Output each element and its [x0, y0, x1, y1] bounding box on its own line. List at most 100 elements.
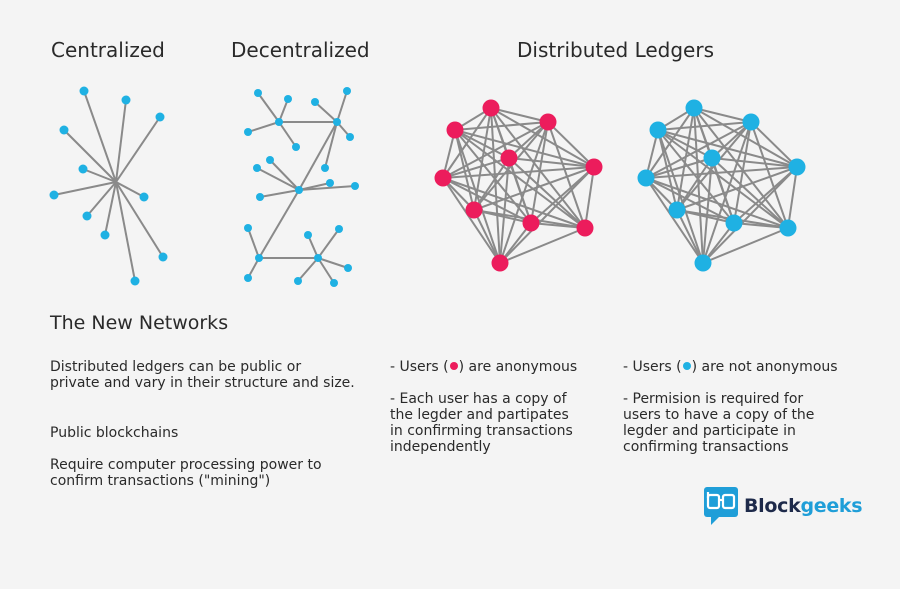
intro-text: Distributed ledgers can be public or pri… [50, 359, 380, 391]
public-ledger-edge [490, 107, 549, 123]
decentralized-edge [297, 257, 319, 282]
public-ledger-edge [442, 177, 501, 264]
public-ledger-edge [454, 129, 532, 224]
decentralized-node [254, 89, 262, 97]
private-ledger-node [637, 169, 655, 187]
centralized-node [100, 230, 110, 240]
public-blockchains-desc: Require computer processing power to con… [50, 457, 380, 489]
decentralized-edge [257, 92, 280, 123]
public-desc-line-1: Require computer processing power to [50, 457, 322, 473]
centralized-edge [83, 90, 117, 183]
centralized-edge [82, 168, 117, 183]
private-ledger-edge [750, 121, 789, 229]
public-ledger-edge [454, 121, 549, 131]
decentralized-edge [278, 121, 297, 148]
decentralized-node [304, 231, 312, 239]
intro-line-1: Distributed ledgers can be public or [50, 359, 302, 375]
decentralized-node [326, 179, 334, 187]
centralized-node [79, 86, 89, 96]
public-ledger-node [522, 214, 540, 232]
centralized-edge [104, 181, 117, 236]
centralized-edge [115, 181, 164, 258]
public-ledger-edge [508, 121, 549, 159]
decentralized-edge [314, 101, 338, 123]
blockgeeks-logo[interactable]: Blockgeeks [703, 486, 863, 526]
pink-dot-icon [449, 362, 458, 370]
cyan-dot-icon [682, 362, 691, 370]
public-copy-line-3: in confirming transactions [390, 423, 573, 439]
decentralized-node [284, 95, 292, 103]
private-ledger-edge [645, 157, 713, 179]
public-ledger-edge [442, 157, 510, 179]
private-ledger-edge [693, 107, 752, 123]
logo-wordmark: Blockgeeks [744, 495, 863, 517]
private-ledger-edge [676, 157, 713, 211]
decentralized-node [255, 254, 263, 262]
private-perm-line-2: users to have a copy of the [623, 407, 815, 423]
private-ledger-edge [733, 121, 752, 224]
decentralized-node [292, 143, 300, 151]
intro-line-2: private and vary in their structure and … [50, 375, 355, 391]
centralized-node [158, 252, 168, 262]
decentralized-edge [336, 90, 348, 123]
public-label: Public blockchains [50, 425, 179, 441]
decentralized-node [244, 224, 252, 232]
private-perm-line-4: confirming transactions [623, 439, 789, 455]
private-ledger-edge [645, 177, 789, 229]
private-ledger-edge [787, 166, 798, 229]
centralized-edge [115, 116, 161, 183]
logo-text-block: Block [744, 495, 801, 517]
decentralized-node [314, 254, 322, 262]
private-ledger-node [779, 219, 797, 237]
centralized-node [49, 190, 59, 200]
public-ledger-edge [454, 129, 595, 168]
title-centralized: Centralized [51, 38, 165, 62]
public-copy-line-2: the legder and partipates [390, 407, 569, 423]
private-ledger-edge [676, 209, 704, 264]
private-ledger-edge [693, 107, 789, 229]
public-ledger-node [482, 99, 500, 117]
public-blockchains-label: Public blockchains [50, 425, 380, 441]
public-ledger-node [446, 121, 464, 139]
centralized-edge [53, 181, 117, 196]
public-ledger-edge [490, 107, 586, 229]
decentralized-node [256, 193, 264, 201]
private-ledger-node [788, 158, 806, 176]
decentralized-edge [317, 228, 340, 259]
decentralized-node [344, 264, 352, 272]
logo-text-geeks: geeks [800, 495, 863, 517]
centralized-edge [86, 181, 117, 217]
private-ledger-edge [711, 157, 798, 168]
public-ledger-edge [442, 177, 586, 229]
private-users-line: - Users () are not anonymous [623, 359, 863, 375]
decentralized-edge [317, 257, 335, 284]
public-users-line: - Users () are anonymous [390, 359, 600, 375]
public-ledger-edge [547, 121, 595, 168]
title-distributed-ledgers: Distributed Ledgers [517, 38, 715, 62]
decentralized-edge [307, 234, 319, 259]
private-perm-line-3: legder and participate in [623, 423, 796, 439]
decentralized-node [275, 118, 283, 126]
public-ledger-node [491, 254, 509, 272]
public-ledger-edge [473, 209, 501, 264]
private-permission-note: - Permision is required for users to hav… [623, 391, 863, 455]
private-ledger-node [703, 149, 721, 167]
private-users-suffix: ) are not anonymous [691, 359, 838, 375]
decentralized-edge [258, 189, 300, 259]
decentralized-edge [298, 121, 338, 191]
public-ledger-node [434, 169, 452, 187]
public-ledger-edge [508, 157, 532, 224]
decentralized-edge [278, 98, 289, 123]
centralized-edge [63, 129, 117, 183]
decentralized-edge [317, 257, 349, 269]
decentralized-node [346, 133, 354, 141]
centralized-node [82, 211, 92, 221]
centralized-node [59, 125, 69, 135]
centralized-edge [115, 99, 127, 183]
private-ledger-edge [750, 121, 798, 168]
private-ledger-node [725, 214, 743, 232]
public-copy-note: - Each user has a copy of the legder and… [390, 391, 600, 455]
public-ledger-node [500, 149, 518, 167]
public-ledger-edge [473, 157, 510, 211]
